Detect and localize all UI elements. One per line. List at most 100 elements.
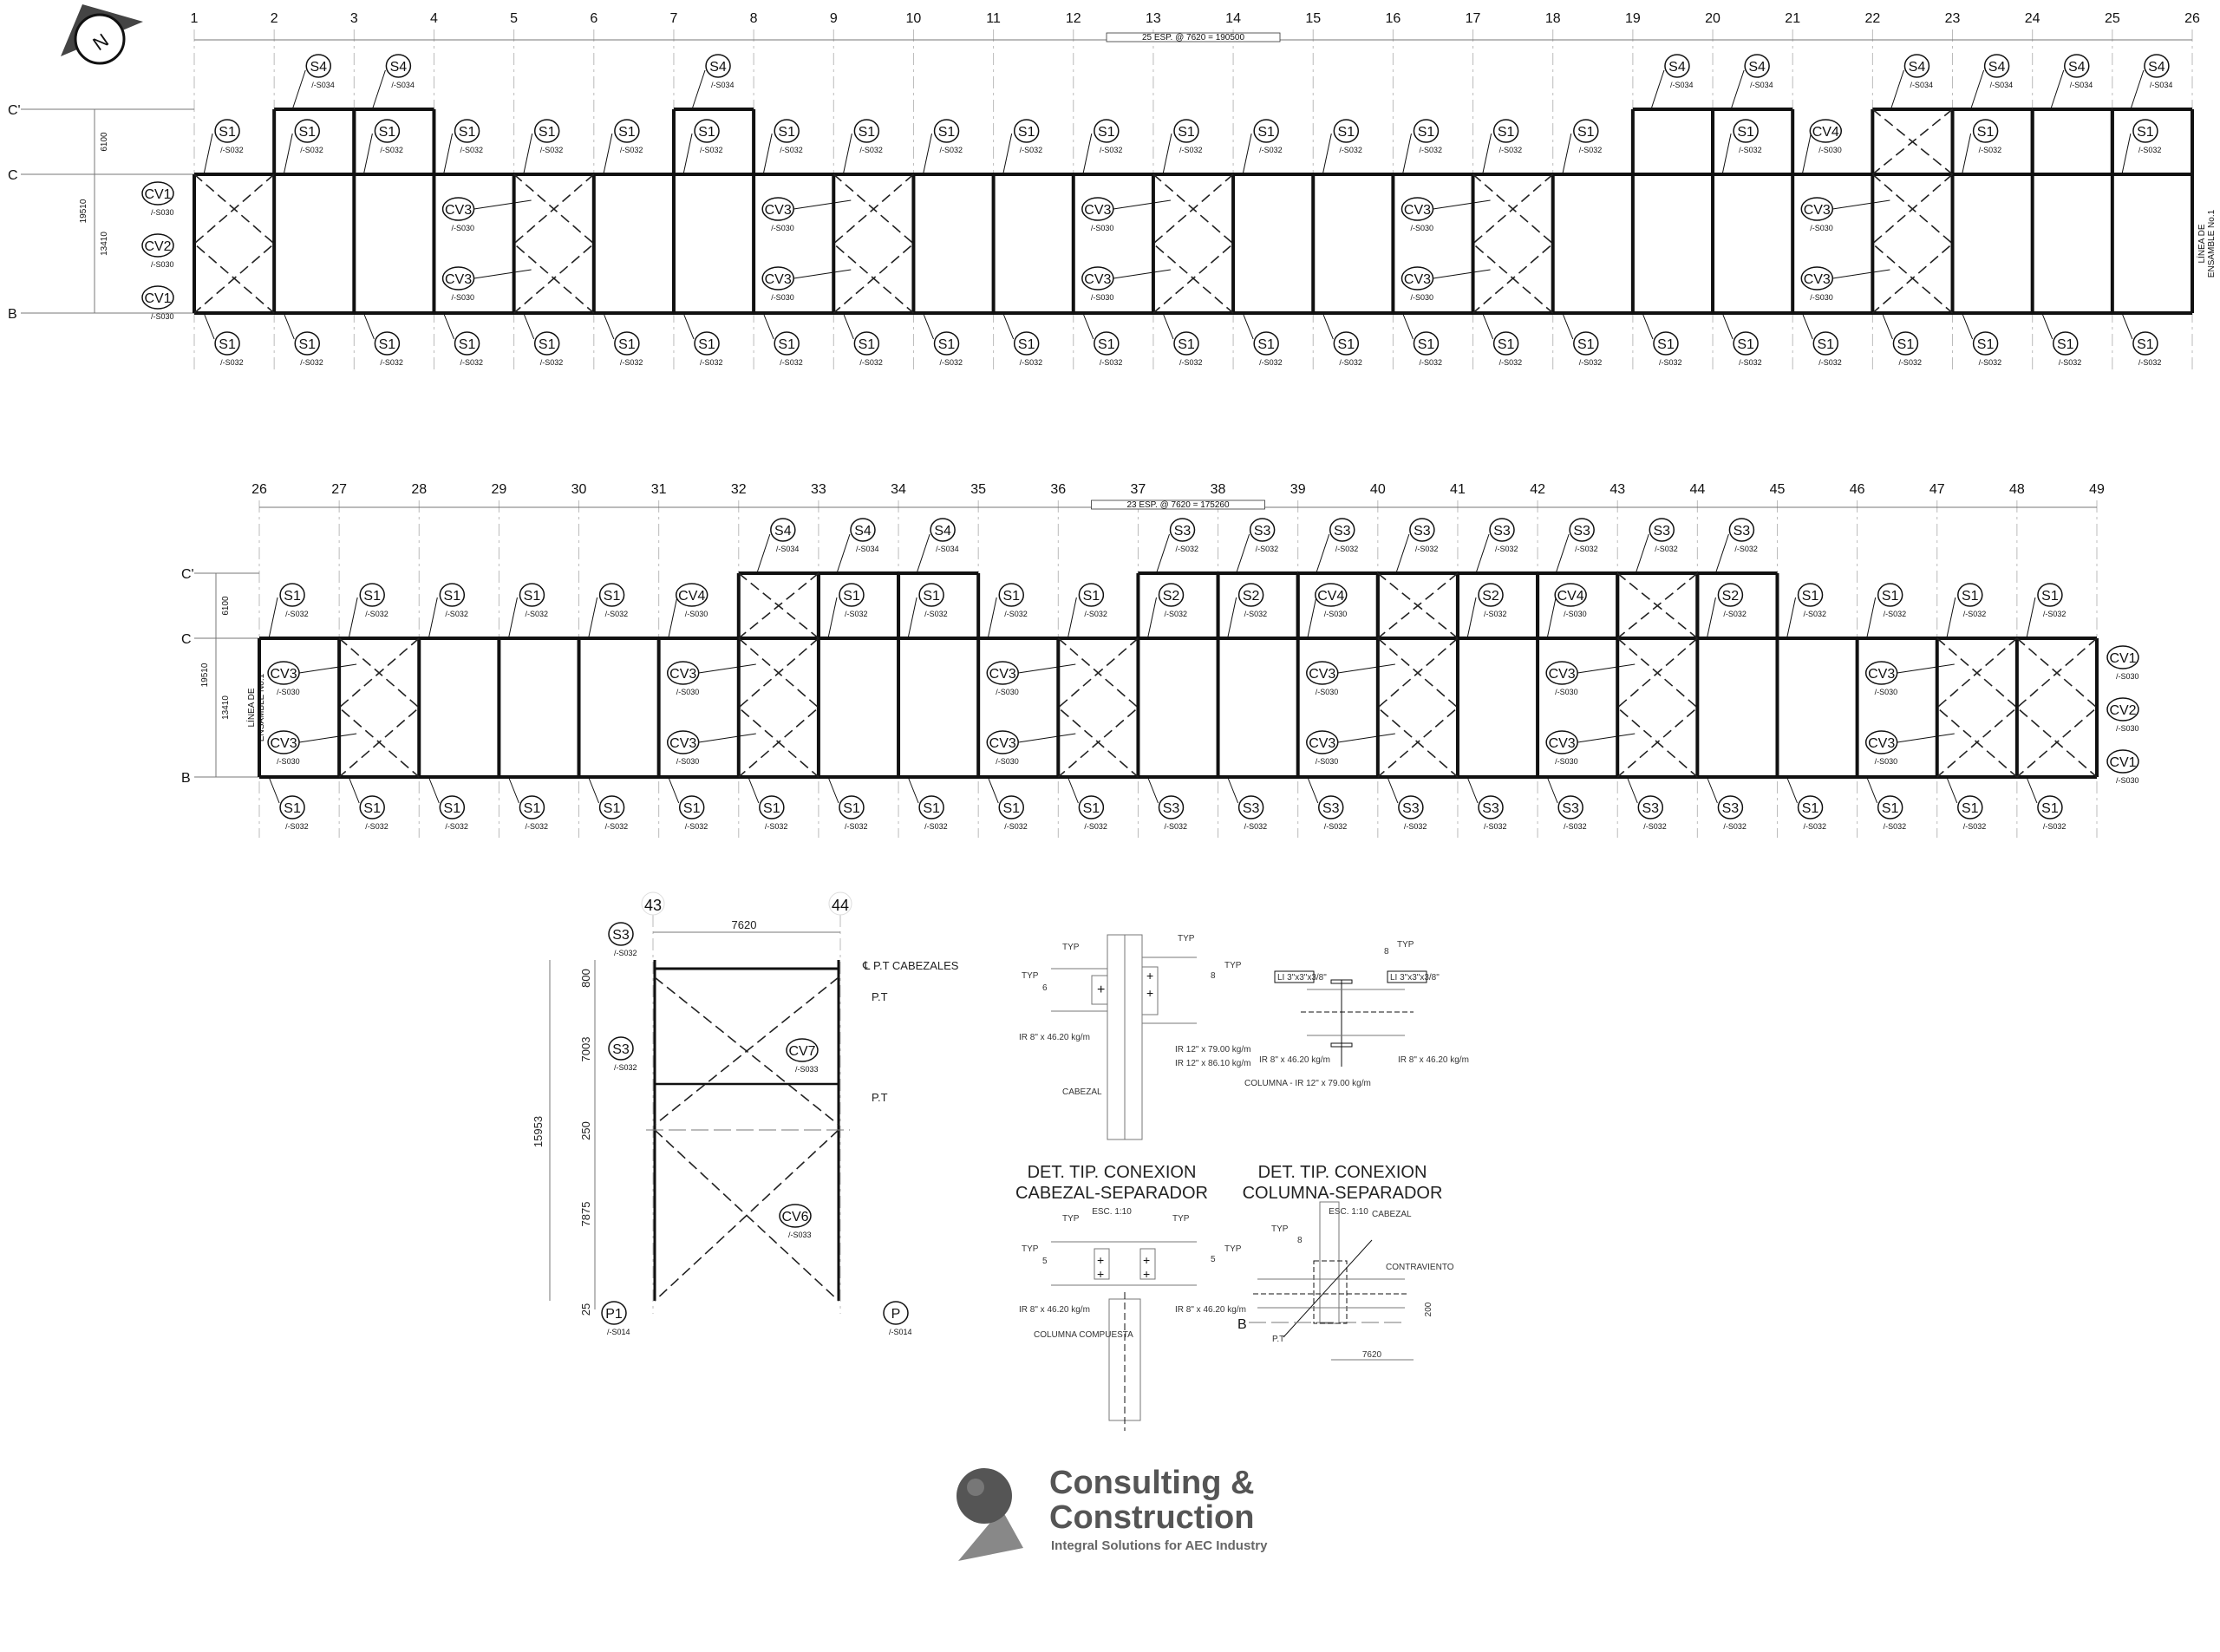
callout-bubble: [279, 795, 305, 819]
callout-label: S1: [1897, 337, 1915, 352]
leader-line: [371, 69, 386, 110]
callout-bubble: [1957, 583, 1983, 607]
callout-label: S1: [1577, 337, 1595, 352]
callout-label: P1: [605, 1307, 623, 1322]
assembly-line-note: LÍNEA DE: [2196, 224, 2207, 263]
callout-bubble: [1013, 119, 1040, 143]
grid-number: 12: [1066, 11, 1081, 26]
callout-ref: /-S032: [1256, 545, 1279, 553]
callout-label: CV3: [1309, 667, 1335, 682]
callout-label: S2: [1482, 589, 1499, 604]
callout-label: CV3: [669, 736, 696, 751]
x-bracing: [1871, 173, 1954, 314]
leader-line: [1962, 312, 1974, 340]
callout-bubble: [519, 795, 545, 819]
callout-label: S3: [612, 928, 630, 943]
callout-bubble: [305, 54, 331, 78]
dimension: 7620: [1362, 1350, 1382, 1360]
callout-label: S1: [1098, 337, 1115, 352]
callout-label: S1: [1962, 801, 1979, 816]
typ-label: TYP: [1022, 1244, 1039, 1254]
callout-ref: /-S030: [1410, 224, 1433, 232]
callout-bubble: [1649, 518, 1675, 542]
callout-ref: /-S030: [2116, 672, 2139, 681]
callout-bubble: [1877, 583, 1903, 607]
leader-line: [1337, 733, 1395, 743]
callout-bubble: [439, 795, 466, 819]
leader-line: [362, 312, 375, 340]
callout-ref: /-S030: [1324, 610, 1348, 618]
callout-bubble: [1078, 583, 1105, 607]
callout-ref: /-S032: [285, 822, 309, 831]
leader-line: [348, 776, 360, 804]
callout-label: S1: [923, 801, 940, 816]
callout-label: S1: [524, 589, 541, 604]
leader-line: [1147, 597, 1157, 639]
grid-number: 43: [1610, 482, 1625, 497]
callout-label: S1: [284, 589, 301, 604]
leader-line: [428, 776, 440, 804]
callout-ref: /-S032: [1963, 822, 1987, 831]
leader-line: [907, 776, 919, 804]
callout-ref: /-S032: [1244, 610, 1268, 618]
callout-ref: /-S032: [940, 358, 963, 367]
grid-number: 19: [1625, 11, 1641, 26]
callout-ref: /-S032: [1898, 358, 1922, 367]
callout-bubble: [779, 1204, 812, 1228]
callout-ref: /-S030: [2116, 724, 2139, 733]
callout-bubble: [770, 518, 796, 542]
grid-number: 16: [1386, 11, 1401, 26]
typ-label: TYP: [1062, 943, 1080, 952]
leader-line: [1546, 776, 1558, 804]
pt-label: P.T: [872, 990, 888, 1003]
callout-label: S1: [459, 125, 476, 140]
weld-size: 6: [1042, 983, 1048, 993]
row-label: C': [181, 567, 194, 582]
callout-ref: /-S032: [460, 358, 484, 367]
callout-label: CV3: [1804, 272, 1831, 287]
leader-line: [1881, 312, 1893, 340]
callout-ref: /-S030: [1810, 293, 1833, 302]
leader-line: [523, 133, 533, 175]
leader-line: [1433, 199, 1491, 210]
callouts: S4/-S034S4/-S034S4/-S034S3/-S032S3/-S032…: [267, 518, 2139, 831]
callout-bubble: [1398, 795, 1424, 819]
leader-line: [793, 199, 852, 210]
callout-bubble: [214, 331, 240, 356]
leader-line: [1730, 69, 1745, 110]
callout-label: S4: [934, 524, 951, 539]
grid-label: B: [1237, 1317, 1247, 1332]
x-bracing: [1472, 173, 1554, 314]
callout-label: S1: [1257, 125, 1275, 140]
grid-number: 1: [191, 11, 199, 26]
callout-label: S1: [1083, 589, 1100, 604]
callout-ref: /-S032: [2043, 610, 2067, 618]
callout-label: S3: [1642, 801, 1659, 816]
callout-ref: /-S034: [311, 81, 335, 89]
grid-number: 26: [2184, 11, 2200, 26]
leader-line: [1635, 533, 1649, 574]
callout-bubble: [141, 285, 174, 310]
leader-line: [2050, 69, 2065, 110]
leader-line: [1307, 597, 1317, 639]
callout-label: S4: [390, 60, 408, 75]
grid-number: 10: [906, 11, 922, 26]
callout-ref: /-S034: [2150, 81, 2173, 89]
leader-line: [1002, 312, 1015, 340]
callout-ref: /-S032: [614, 1063, 637, 1072]
grid-number: 24: [2025, 11, 2040, 26]
leader-line: [1706, 597, 1716, 639]
callout-bubble: [2064, 54, 2090, 78]
callout-ref: /-S032: [1499, 146, 1523, 154]
leader-line: [203, 312, 215, 340]
callout-label: S3: [1722, 801, 1740, 816]
detail-scale: ESC. 1:10: [1329, 1207, 1368, 1217]
callout-label: S3: [1174, 524, 1192, 539]
span-label: 23 ESP. @ 7620 = 175260: [1126, 500, 1230, 510]
svg-text:+: +: [1143, 1253, 1150, 1267]
callout-ref: /-S032: [1259, 358, 1283, 367]
callout-label: S1: [539, 125, 556, 140]
dim: 7003: [579, 1037, 592, 1062]
leader-line: [1156, 533, 1170, 574]
leader-line: [1337, 663, 1395, 674]
